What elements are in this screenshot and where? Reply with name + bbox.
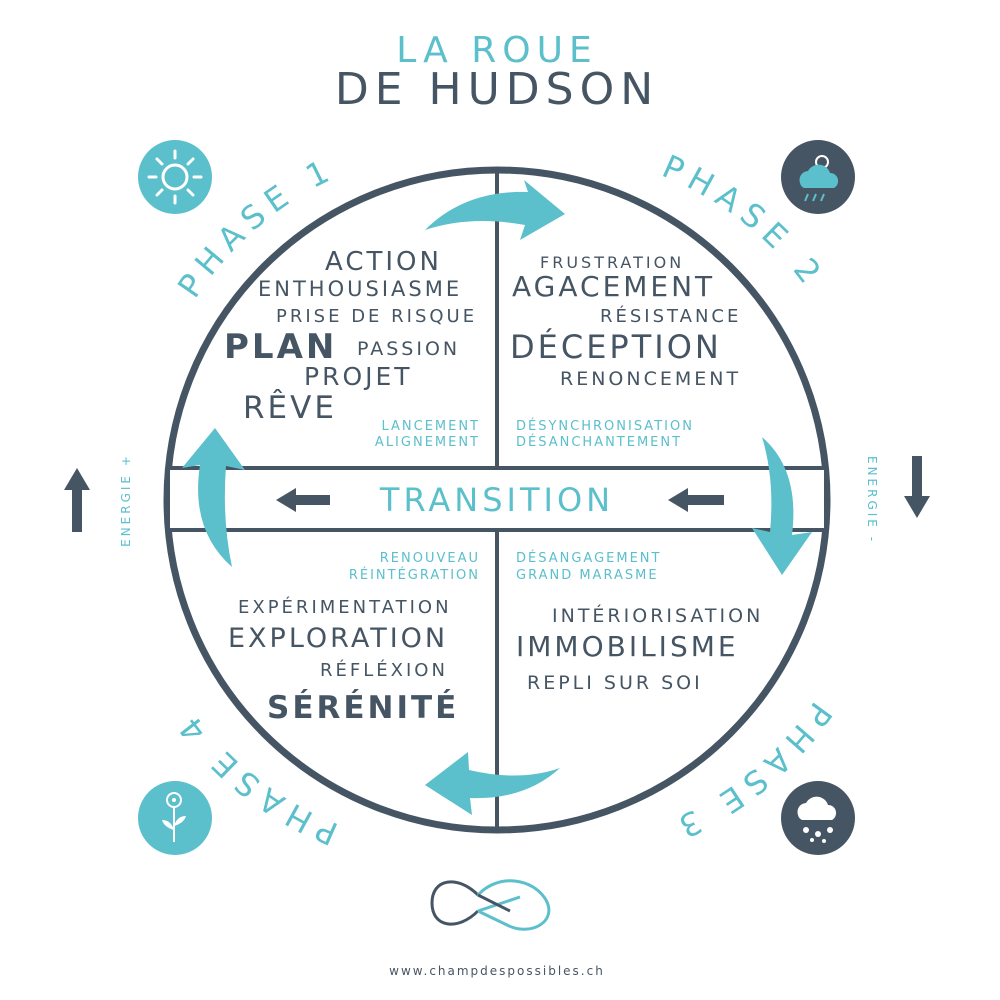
q3-word: INTÉRIORISATION	[552, 604, 763, 627]
q4-word: RÉFLÉXION	[320, 659, 448, 681]
q4-word: EXPÉRIMENTATION	[238, 596, 452, 618]
q3-sub: DÉSANGAGEMENT	[516, 550, 661, 566]
arrow-left-icon	[276, 488, 330, 512]
q1-word: RÊVE	[243, 390, 337, 426]
footer-url: www.champdespossibles.ch	[389, 964, 605, 978]
q1-word: PLAN	[224, 327, 337, 367]
energy-plus-label: ENERGIE +	[119, 453, 133, 547]
q1-sub: LANCEMENT	[381, 419, 480, 434]
q2-sub: DÉSANCHANTEMENT	[516, 434, 682, 450]
q3-sub: GRAND MARASME	[516, 568, 659, 583]
arrow-up-icon	[64, 468, 90, 532]
energy-minus-label: ENERGIE -	[865, 456, 879, 544]
q1-sub: ALIGNEMENT	[375, 435, 480, 450]
q4-word: SÉRÉNITÉ	[267, 690, 459, 726]
cycle-arrow-top	[425, 180, 565, 240]
cycle-arrow-bottom	[425, 752, 560, 815]
arrow-left-icon	[668, 488, 724, 512]
title-line1: LA ROUE	[396, 30, 597, 71]
q1-word: ACTION	[325, 247, 442, 277]
q1-word: ENTHOUSIASME	[258, 277, 462, 301]
q2-word: FRUSTRATION	[540, 253, 684, 272]
arrow-down-icon	[904, 456, 930, 518]
q2-sub: DÉSYNCHRONISATION	[516, 418, 694, 434]
cycle-arrow-right	[752, 437, 812, 575]
q2-word: RENONCEMENT	[560, 368, 741, 390]
q1-word: PROJET	[304, 362, 413, 391]
q2-word: RÉSISTANCE	[600, 305, 741, 327]
q2-word: DÉCEPTION	[510, 328, 722, 366]
q1-word: PRISE DE RISQUE	[276, 306, 477, 327]
infinity-logo-icon	[430, 879, 551, 931]
q3-word: REPLI SUR SOI	[527, 672, 703, 694]
cloud-rain-icon	[781, 140, 855, 214]
q2-word: AGACEMENT	[512, 270, 715, 303]
cycle-arrow-left	[182, 428, 245, 567]
q4-word: EXPLORATION	[228, 623, 448, 654]
sun-icon	[138, 140, 212, 214]
q4-sub: RÉINTÉGRATION	[349, 567, 480, 583]
flower-icon	[138, 781, 212, 855]
q3-word: IMMOBILISME	[516, 630, 739, 663]
q4-sub: RENOUVEAU	[380, 551, 480, 566]
cloud-snow-icon	[781, 781, 855, 855]
transition-label: TRANSITION	[379, 481, 614, 519]
q1-word: PASSION	[357, 338, 460, 360]
title-line2: DE HUDSON	[335, 64, 659, 115]
